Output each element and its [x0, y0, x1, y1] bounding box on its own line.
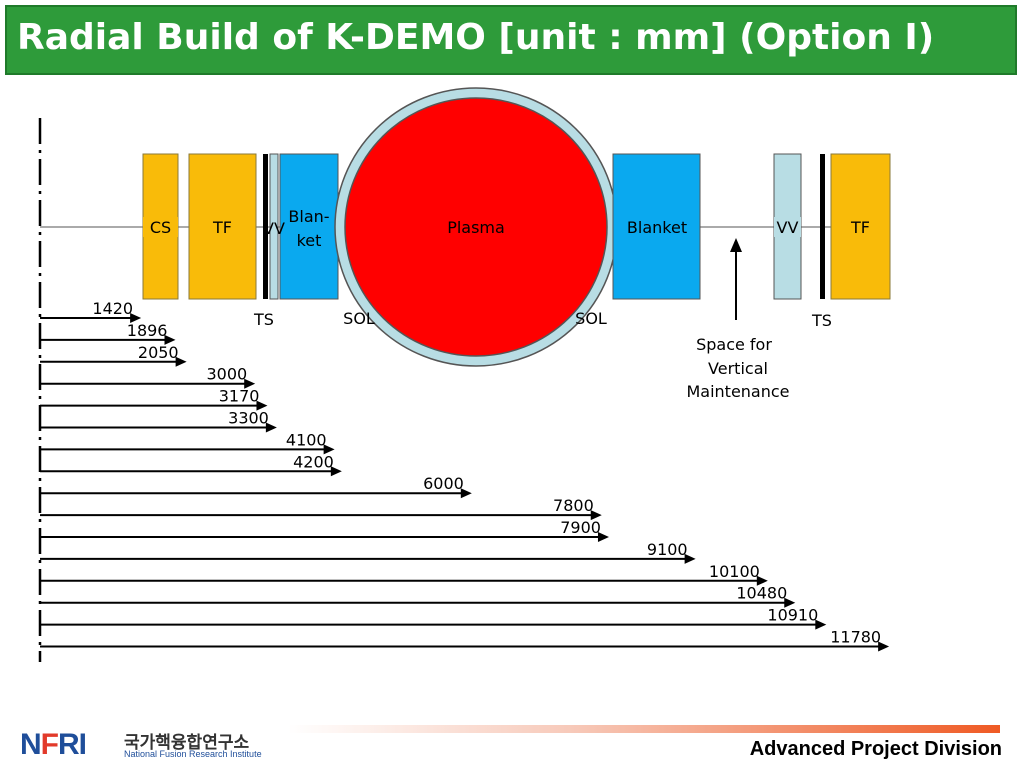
dimension-arrow-head — [815, 619, 827, 630]
nfri-logo: NFRI 국가핵융합연구소 National Fusion Research I… — [20, 728, 280, 764]
dimension-value-label: 3170 — [219, 387, 260, 406]
dimension-value-label: 1896 — [127, 321, 168, 340]
footer-gradient-bar — [288, 725, 1000, 733]
vv-right-label: VV — [777, 218, 799, 237]
dimension-value-label: 10910 — [767, 606, 818, 625]
nfri-logo-mark: NFRI — [20, 728, 87, 761]
dimension-arrow-head — [256, 400, 268, 411]
dimension-value-label: 4200 — [293, 452, 334, 471]
blanket-left-block — [279, 153, 339, 300]
dimension-value-label: 2050 — [138, 343, 179, 362]
dimension-arrow-head — [756, 575, 768, 586]
nfri-english-name: National Fusion Research Institute — [124, 749, 262, 759]
vv-left-label: VV — [263, 219, 285, 238]
tf-right-label-bg — [843, 217, 879, 237]
dimension-value-label: 11780 — [830, 628, 881, 647]
sol-right-label: SOL — [575, 309, 607, 328]
maintenance-arrow-head — [730, 238, 742, 252]
blanket-right-label: Blanket — [627, 218, 687, 237]
plasma-region — [344, 97, 608, 357]
ts-left-shield — [263, 154, 268, 299]
dimension-arrow-head — [265, 422, 277, 433]
sol-left-label: SOL — [343, 309, 375, 328]
tf-left-label: TF — [212, 218, 232, 237]
dimension-value-label: 3300 — [228, 409, 269, 428]
tf-left-label-bg — [200, 217, 245, 237]
maintenance-label-line1: Space for — [696, 335, 772, 354]
dimension-value-label: 7900 — [560, 518, 601, 537]
vv-right-label-bg — [774, 217, 801, 237]
cs-label: CS — [150, 218, 171, 237]
blanket-left-label-line2: ket — [297, 231, 322, 250]
dimension-value-label: 6000 — [423, 474, 464, 493]
maintenance-label-line3: Maintenance — [686, 382, 789, 401]
plasma-label: Plasma — [447, 218, 505, 237]
dimension-arrow-head — [684, 553, 696, 564]
dimension-arrow-head — [878, 641, 890, 652]
dimension-arrow-head — [323, 444, 335, 455]
cs-label-bg — [143, 217, 178, 237]
dimension-arrow-head — [590, 510, 602, 521]
division-label: Advanced Project Division — [749, 738, 1002, 760]
blanket-right-block — [612, 153, 701, 300]
ts-left-label: TS — [253, 310, 274, 329]
dimension-arrow-head — [330, 466, 342, 477]
dimension-arrow-head — [244, 378, 256, 389]
dimension-value-label: 7800 — [553, 496, 594, 515]
nfri-korean-name: 국가핵융합연구소 — [124, 733, 250, 753]
page-title: Radial Build of K-DEMO [unit : mm] (Opti… — [17, 17, 935, 58]
dimension-value-label: 10480 — [736, 584, 787, 603]
maintenance-label-line2: Vertical — [708, 359, 768, 378]
dimension-value-label: 10100 — [709, 562, 760, 581]
tf-right-label: TF — [850, 218, 870, 237]
dimension-arrow-head — [175, 356, 187, 367]
ts-right-label: TS — [811, 311, 832, 330]
dimension-arrow-head — [784, 597, 796, 608]
dimension-value-label: 4100 — [286, 430, 327, 449]
dimension-arrow-head — [597, 532, 609, 542]
dimension-value-label: 1420 — [92, 299, 133, 318]
radial-dimension-arrows: 1420 1896 2050 3000 3170 3300 4100 4200 6000 7800… — [40, 299, 890, 652]
dimension-arrow-head — [130, 313, 142, 323]
title-bar: Radial Build of K-DEMO [unit : mm] (Opti… — [5, 5, 1017, 75]
dimension-arrow-head — [460, 488, 472, 499]
vv-left-block — [269, 153, 279, 300]
dimension-value-label: 3000 — [206, 365, 247, 384]
dimension-value-label: 9100 — [647, 540, 688, 559]
dimension-arrow-head — [164, 334, 176, 345]
ts-right-shield — [820, 154, 825, 299]
blanket-left-label-line1: Blan- — [288, 207, 329, 226]
